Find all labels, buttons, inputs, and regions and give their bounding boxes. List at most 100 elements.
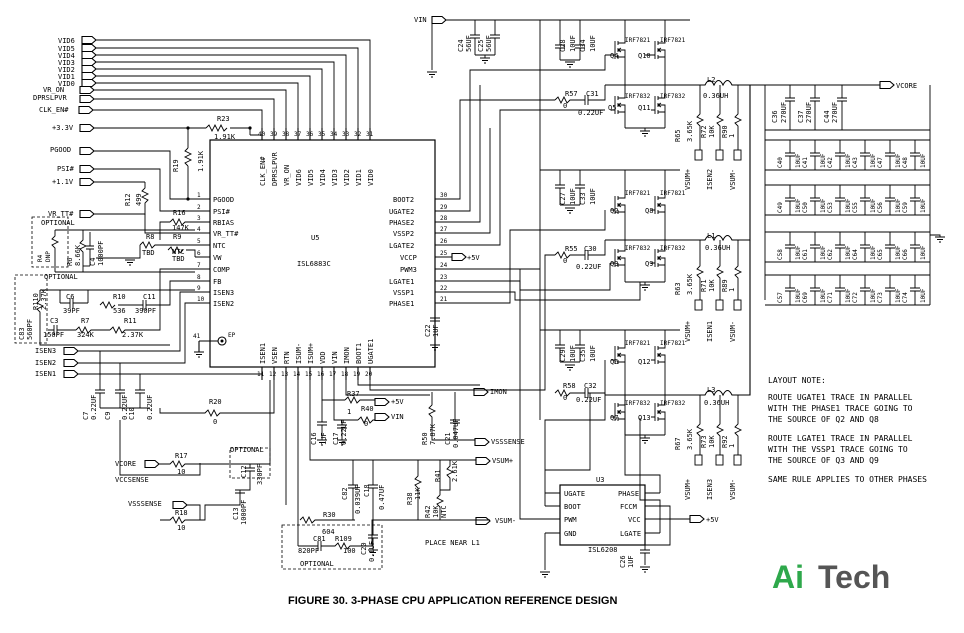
svg-text:C35: C35 — [579, 349, 587, 362]
svg-text:39PF: 39PF — [63, 307, 80, 315]
svg-text:3.65K: 3.65K — [686, 428, 694, 450]
svg-text:37: 37 — [294, 131, 302, 138]
svg-text:19: 19 — [353, 371, 361, 378]
svg-text:330PF: 330PF — [256, 464, 264, 485]
svg-text:9: 9 — [197, 285, 201, 292]
u5-part: ISL6883C — [297, 260, 331, 268]
svg-text:C18: C18 — [363, 484, 371, 497]
svg-text:VID0: VID0 — [58, 80, 75, 88]
svg-text:DPRSLPVR: DPRSLPVR — [271, 151, 279, 186]
svg-text:VW: VW — [213, 254, 222, 262]
svg-text:C24: C24 — [457, 39, 465, 52]
svg-text:10UF: 10UF — [820, 198, 827, 213]
vr-on-label: VR_ON — [43, 86, 64, 94]
svg-text:0.22UF: 0.22UF — [576, 396, 601, 404]
svg-text:C65: C65 — [877, 249, 884, 260]
svg-text:C69: C69 — [802, 292, 809, 303]
svg-text:CLK_EN#: CLK_EN# — [259, 156, 267, 186]
svg-text:56UF: 56UF — [485, 35, 493, 52]
svg-text:VSSP1: VSSP1 — [393, 289, 414, 297]
svg-text:VSUM-: VSUM- — [729, 321, 737, 342]
svg-text:10UF: 10UF — [589, 188, 597, 205]
svg-text:10UF: 10UF — [845, 198, 852, 213]
svg-text:10UF: 10UF — [820, 153, 827, 168]
svg-text:10UF: 10UF — [845, 245, 852, 260]
svg-text:ROUTE LGATE1 TRACE IN PARALLEL: ROUTE LGATE1 TRACE IN PARALLEL — [768, 434, 913, 443]
svg-text:13: 13 — [281, 371, 289, 378]
svg-text:38: 38 — [282, 131, 290, 138]
svg-text:0.047UF: 0.047UF — [452, 418, 460, 448]
svg-text:Q9: Q9 — [645, 260, 653, 268]
svg-text:1: 1 — [728, 444, 736, 448]
svg-text:390PF: 390PF — [135, 307, 156, 315]
svg-text:VID1: VID1 — [58, 73, 75, 81]
svg-text:C55: C55 — [852, 202, 859, 213]
svg-text:1UF: 1UF — [320, 432, 328, 445]
svg-text:IRF7821: IRF7821 — [660, 340, 686, 347]
svg-text:7: 7 — [197, 262, 201, 269]
u5-ep-name: EP — [228, 332, 236, 339]
svg-text:DNP: DNP — [45, 251, 52, 262]
svg-text:IRF7821: IRF7821 — [625, 340, 651, 347]
svg-text:0.22UF: 0.22UF — [576, 263, 601, 271]
aitech-logo: Ai Tech — [772, 559, 890, 595]
svg-text:PSI#: PSI# — [213, 208, 231, 216]
svg-text:C57: C57 — [777, 292, 784, 303]
svg-text:1: 1 — [347, 408, 351, 416]
svg-text:6: 6 — [197, 250, 201, 257]
svg-text:R92: R92 — [721, 435, 729, 448]
svg-text:R9: R9 — [173, 233, 181, 241]
vdd-vin-imon: C16 1UF C17 0.22UF R37 1 +5V R40 0 VIN I… — [310, 310, 525, 448]
svg-text:R110: R110 — [32, 293, 40, 310]
svg-text:LAYOUT NOTE:: LAYOUT NOTE: — [768, 376, 826, 385]
svg-text:VSSSENSE: VSSSENSE — [491, 438, 525, 446]
svg-text:C20: C20 — [360, 542, 368, 555]
svg-text:10UF: 10UF — [870, 153, 877, 168]
svg-text:Q11: Q11 — [638, 104, 651, 112]
svg-text:C6: C6 — [66, 293, 74, 301]
u5-left-pins: 1 2 3 4 5 6 7 8 9 10 PGOOD PSI# RBIAS VR… — [195, 192, 239, 308]
svg-text:C32: C32 — [584, 382, 597, 390]
svg-text:3.65K: 3.65K — [686, 120, 694, 142]
svg-text:VID0: VID0 — [367, 169, 375, 186]
svg-text:C83: C83 — [18, 327, 26, 340]
svg-text:ISEN2: ISEN2 — [213, 300, 234, 308]
svg-text:4: 4 — [197, 226, 201, 233]
svg-text:VR_TT#: VR_TT# — [48, 210, 74, 218]
svg-text:1000PF: 1000PF — [240, 500, 248, 525]
cap-bank-row-4: C57 C69 C71 C72 C73 C74 10UF 10UF 10UF 1… — [765, 235, 931, 306]
svg-text:17: 17 — [329, 371, 337, 378]
svg-text:8.66K: 8.66K — [74, 244, 82, 266]
svg-text:ISEN1: ISEN1 — [706, 321, 714, 342]
svg-text:VCORE: VCORE — [115, 460, 136, 468]
svg-text:ISL6208: ISL6208 — [588, 546, 618, 554]
svg-text:536: 536 — [113, 307, 126, 315]
svg-text:R30: R30 — [323, 511, 336, 519]
cap-bank-row-1: C40 C41 C42 C43 C47 C48 10UF 10UF 10UF 1… — [765, 139, 930, 171]
svg-text:C81: C81 — [313, 535, 326, 543]
svg-text:PWM: PWM — [564, 516, 577, 524]
svg-text:Ai: Ai — [772, 559, 804, 595]
svg-text:VR_TT#: VR_TT# — [213, 230, 239, 238]
svg-text:1: 1 — [728, 134, 736, 138]
svg-text:Q5: Q5 — [608, 104, 616, 112]
svg-text:VID4: VID4 — [319, 169, 327, 186]
svg-text:ISUM-: ISUM- — [295, 343, 303, 364]
svg-text:560PF: 560PF — [26, 319, 34, 340]
svg-text:0.22UF: 0.22UF — [146, 395, 154, 420]
svg-text:10UF: 10UF — [870, 245, 877, 260]
cap-bank-row-3: C58 C61 C62 C64 C65 C66 10UF 10UF 10UF 1… — [765, 231, 930, 263]
svg-text:VID3: VID3 — [331, 169, 339, 186]
svg-text:C16: C16 — [310, 432, 318, 445]
svg-text:WITH THE VSSP1 TRACE GOING TO: WITH THE VSSP1 TRACE GOING TO — [768, 445, 908, 454]
svg-text:VIN: VIN — [331, 351, 339, 364]
svg-text:2.61K: 2.61K — [451, 460, 459, 482]
vcore-output-bank: VCORE C36 270UF C37 270UF C44 270UF C40 … — [750, 80, 946, 306]
svg-text:0: 0 — [364, 420, 368, 428]
svg-text:U3: U3 — [596, 476, 604, 484]
svg-text:Q10: Q10 — [638, 52, 651, 60]
svg-text:2: 2 — [197, 204, 201, 211]
svg-text:C12: C12 — [240, 465, 248, 478]
svg-text:IRF7821: IRF7821 — [625, 37, 651, 44]
svg-text:C62: C62 — [827, 249, 834, 260]
